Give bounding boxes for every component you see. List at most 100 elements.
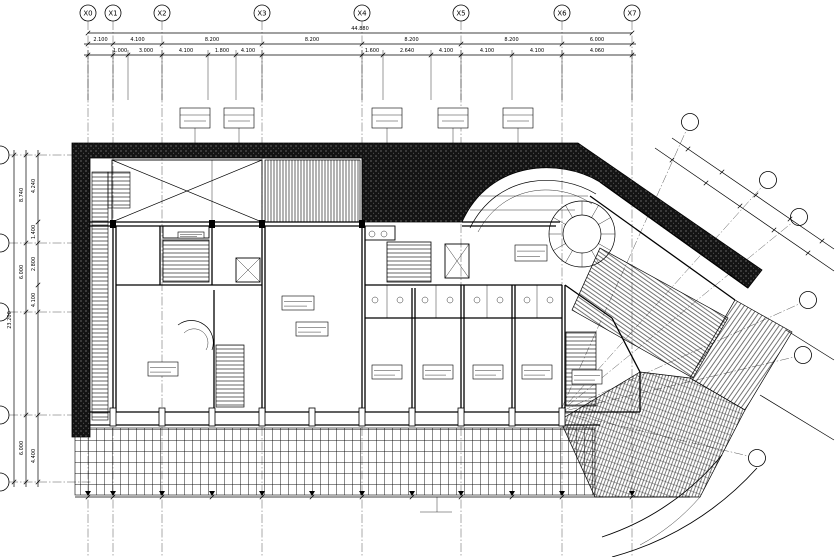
tilted-dimension-line xyxy=(654,147,835,272)
plumbing-fixture xyxy=(371,296,379,304)
grid-bubble xyxy=(353,4,371,22)
stair-core-west xyxy=(162,239,210,283)
column xyxy=(208,407,216,427)
radial-grid-line xyxy=(559,179,769,413)
level-marker xyxy=(309,491,315,496)
dimension-tick xyxy=(35,479,41,485)
level-marker xyxy=(559,491,565,496)
row-bubble xyxy=(0,472,10,492)
exterior-wall-poche xyxy=(71,142,763,438)
elevator-cross xyxy=(235,257,261,283)
level-marker xyxy=(359,491,365,496)
elevator-east xyxy=(444,243,470,279)
dimension-text-left-inner: 4.100 xyxy=(31,293,37,307)
column xyxy=(259,220,265,228)
room-tag xyxy=(281,295,315,311)
dimension-tick xyxy=(11,479,17,485)
room-tag xyxy=(571,369,603,385)
grid-bubble xyxy=(79,4,97,22)
dimension-text-row1: 2.100 xyxy=(93,37,107,43)
row-bubble xyxy=(0,233,10,253)
dimension-tick xyxy=(35,240,41,246)
dimension-tick xyxy=(753,192,759,198)
dimension-text-row2: 4.100 xyxy=(480,48,494,54)
elevator-cross xyxy=(444,243,470,279)
dimension-text-row2: 4.100 xyxy=(179,48,193,54)
level-marker xyxy=(259,491,265,496)
dimension-tick xyxy=(159,41,165,47)
tilted-stair xyxy=(689,299,793,411)
level-marker xyxy=(159,491,165,496)
dimension-tick xyxy=(35,282,41,288)
dimension-text-row1: 4.100 xyxy=(130,37,144,43)
dimension-text-row2: 1.800 xyxy=(215,48,229,54)
plumbing-fixture xyxy=(473,296,481,304)
dimension-tick xyxy=(35,219,41,225)
dimension-tick xyxy=(509,494,515,500)
dimension-tick xyxy=(819,238,825,244)
level-marker xyxy=(110,491,116,496)
callout-box xyxy=(179,107,211,129)
column xyxy=(359,220,365,228)
radial-grid-bubble xyxy=(748,449,766,467)
dimension-text-row1: 6.000 xyxy=(590,37,604,43)
grid-label: X2 xyxy=(157,10,166,18)
grid-label: X6 xyxy=(557,10,567,18)
radial-grid-bubble xyxy=(794,346,812,364)
plumbing-fixture xyxy=(421,296,429,304)
dimension-tick xyxy=(159,494,165,500)
plumbing-fixture xyxy=(446,296,454,304)
level-marker xyxy=(209,491,215,496)
level-marker xyxy=(85,491,91,496)
dimension-text-row2: 4.060 xyxy=(590,48,604,54)
column xyxy=(358,407,366,427)
spiral-stair-tread xyxy=(553,217,566,225)
dimension-tick xyxy=(719,169,725,175)
dimension-text-left-overall: 23.200 xyxy=(7,311,13,329)
dimension-tick xyxy=(110,41,116,47)
void-cross-line xyxy=(111,159,263,223)
wall-layer xyxy=(90,181,749,427)
dimension-tick xyxy=(458,41,464,47)
radial-grid-bubble xyxy=(759,171,777,189)
spiral-stair-inner xyxy=(562,214,602,254)
dimension-text-row2: 2.640 xyxy=(400,48,414,54)
room-tag xyxy=(514,244,548,262)
dimension-text-row2: 1.600 xyxy=(365,48,379,54)
step-arc xyxy=(639,496,701,546)
plumbing-fixture xyxy=(380,230,388,238)
dimension-tick xyxy=(85,494,91,500)
dimension-tick xyxy=(685,146,691,152)
room-tag xyxy=(295,321,329,337)
dimension-tick xyxy=(23,152,29,158)
grid-label: X4 xyxy=(357,10,367,18)
tilted-dimension-line xyxy=(671,137,835,250)
callout-box xyxy=(502,107,534,129)
site-layer xyxy=(74,371,758,557)
plumbing-fixture xyxy=(546,296,554,304)
plumbing-fixture xyxy=(523,296,531,304)
dimension-tick xyxy=(85,30,91,36)
outer-arc xyxy=(611,467,758,557)
dimension-tick xyxy=(359,41,365,47)
dimension-tick xyxy=(559,41,565,47)
spiral-stair-tread xyxy=(591,205,599,218)
wall-line xyxy=(564,284,613,319)
spiral-stair-tread xyxy=(591,250,599,263)
radial-grid-line xyxy=(559,216,800,413)
grid-label: X7 xyxy=(627,10,636,18)
column xyxy=(258,407,266,427)
column xyxy=(209,220,215,228)
dimension-tick xyxy=(23,240,29,246)
dimension-tick xyxy=(259,494,265,500)
grid-bubble xyxy=(623,4,641,22)
row-bubble xyxy=(0,405,10,425)
dimension-tick xyxy=(409,494,415,500)
spiral-stair-tread xyxy=(553,243,566,251)
dimension-tick xyxy=(259,41,265,47)
grid-bubble xyxy=(452,4,470,22)
dimension-tick xyxy=(737,203,743,209)
column xyxy=(558,407,566,427)
dimension-text-row1: 8.200 xyxy=(305,37,319,43)
